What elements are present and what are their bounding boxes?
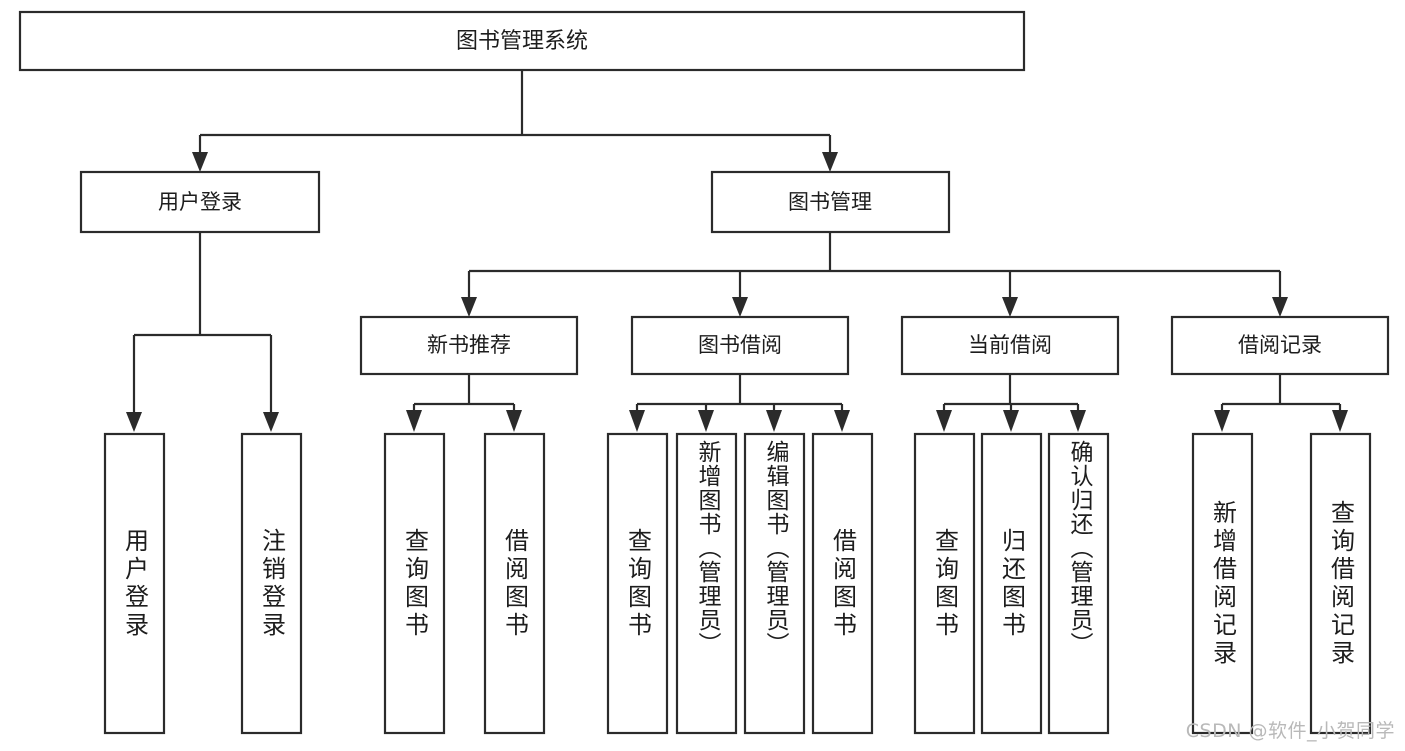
node-box bbox=[79, 170, 321, 234]
arrow-head bbox=[263, 412, 279, 432]
arrow-head bbox=[1214, 410, 1230, 432]
arrow-head bbox=[936, 410, 952, 432]
leaf-box-logout[interactable] bbox=[240, 432, 303, 735]
node-current-borrow[interactable]: 当前借阅 bbox=[900, 315, 1120, 376]
arrow-head-book-mgmt bbox=[822, 152, 838, 172]
node-box bbox=[18, 10, 1026, 72]
node-box bbox=[359, 315, 579, 376]
node-label: 图书管理系统 bbox=[456, 29, 588, 54]
node-box bbox=[1170, 315, 1390, 376]
node-label: 借阅记录 bbox=[1238, 333, 1322, 357]
connector-root-to-level2 bbox=[192, 70, 838, 172]
arrow-head bbox=[629, 410, 645, 432]
connector-new-book-to-leaves bbox=[406, 374, 522, 432]
connector-borrow-record-to-leaves bbox=[1214, 374, 1348, 432]
arrow-head bbox=[698, 410, 714, 432]
connector-book-mgmt-to-level3 bbox=[461, 232, 1288, 317]
node-root-system[interactable]: 图书管理系统 bbox=[18, 10, 1026, 72]
arrow-head bbox=[506, 410, 522, 432]
connector-book-borrow-to-leaves bbox=[629, 374, 850, 432]
leaf-box-add-record[interactable] bbox=[1191, 432, 1254, 735]
leaf-box-edit-book[interactable] bbox=[743, 432, 806, 735]
leaf-box-borrow-book-1[interactable] bbox=[483, 432, 546, 735]
arrow-head bbox=[1272, 297, 1288, 317]
leaf-box-query-book-1[interactable] bbox=[383, 432, 446, 735]
leaf-box-borrow-book-2[interactable] bbox=[811, 432, 874, 735]
leaf-box-query-book-2[interactable] bbox=[606, 432, 669, 735]
node-label: 图书管理 bbox=[788, 190, 872, 214]
leaf-box-return-book[interactable] bbox=[980, 432, 1043, 735]
node-borrow-record[interactable]: 借阅记录 bbox=[1170, 315, 1390, 376]
arrow-head bbox=[126, 412, 142, 432]
arrow-head-user-login bbox=[192, 152, 208, 172]
arrow-head bbox=[406, 410, 422, 432]
node-box bbox=[900, 315, 1120, 376]
arrow-head bbox=[766, 410, 782, 432]
leaf-box-query-book-3[interactable] bbox=[913, 432, 976, 735]
node-label: 当前借阅 bbox=[968, 333, 1052, 357]
arrow-head bbox=[834, 410, 850, 432]
arrow-head bbox=[732, 297, 748, 317]
leaf-box-confirm-return[interactable] bbox=[1047, 432, 1110, 735]
arrow-head bbox=[1002, 297, 1018, 317]
arrow-head bbox=[1003, 410, 1019, 432]
connector-user-login-to-leaves bbox=[126, 232, 279, 432]
node-box bbox=[630, 315, 850, 376]
arrow-head bbox=[1332, 410, 1348, 432]
node-book-management[interactable]: 图书管理 bbox=[710, 170, 951, 234]
leaf-box-query-record[interactable] bbox=[1309, 432, 1372, 735]
node-label: 新书推荐 bbox=[427, 333, 511, 357]
leaf-box-user-login[interactable] bbox=[103, 432, 166, 735]
node-book-borrow[interactable]: 图书借阅 bbox=[630, 315, 850, 376]
node-label: 用户登录 bbox=[158, 190, 242, 214]
leaf-box-add-book[interactable] bbox=[675, 432, 738, 735]
node-label: 图书借阅 bbox=[698, 333, 782, 357]
connector-current-borrow-to-leaves bbox=[936, 374, 1086, 432]
arrow-head bbox=[461, 297, 477, 317]
arrow-head bbox=[1070, 410, 1086, 432]
node-box bbox=[710, 170, 951, 234]
node-user-login[interactable]: 用户登录 bbox=[79, 170, 321, 234]
csdn-watermark: CSDN @软件_小贺同学 bbox=[1185, 720, 1395, 742]
node-new-book-recommend[interactable]: 新书推荐 bbox=[359, 315, 579, 376]
